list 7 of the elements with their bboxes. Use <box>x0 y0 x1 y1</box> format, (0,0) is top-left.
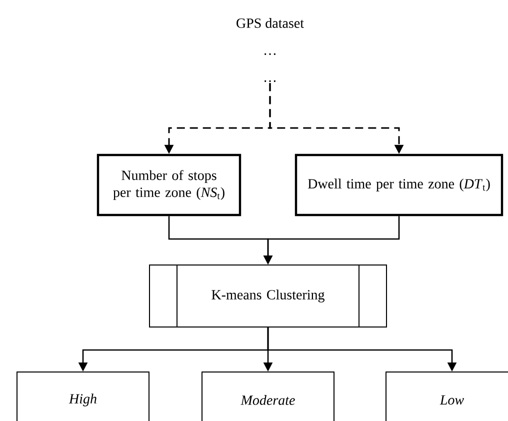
process-box: K-means Clustering <box>149 264 387 328</box>
cluster-box: High <box>16 372 150 421</box>
feature-box: Dwell time per time zone (DT$_{t}$) <box>294 154 504 216</box>
cluster-box: Moderate <box>202 372 334 421</box>
source-label: GPS dataset … … <box>236 18 304 82</box>
feature-box: Number of stops per time zone (NS$_{t}$) <box>96 154 242 216</box>
cluster-box: Low <box>386 372 508 421</box>
